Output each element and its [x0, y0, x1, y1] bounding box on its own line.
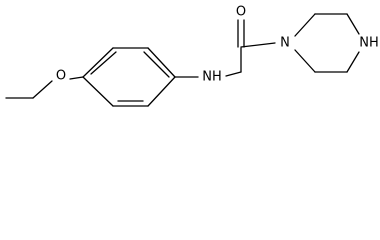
bond-pip-1 — [294, 13, 316, 37]
bond-pip-4 — [346, 51, 360, 73]
bond-ring-1 — [82, 47, 114, 78]
carbonyl-oxygen-label: O — [236, 5, 246, 20]
piperazine-nh-label: NH — [359, 36, 379, 51]
bond-o-ring — [69, 76, 84, 80]
bond-ring-3 — [147, 47, 176, 78]
bond-nh-carbonyl-join — [225, 71, 242, 77]
bond-pip-6 — [294, 49, 316, 73]
amide-nh-label: NH — [202, 70, 222, 85]
molecule-structure-diagram: O NH O N NH — [5, 5, 379, 107]
bond-ring-4 — [147, 76, 176, 107]
bond-ring-6 — [82, 76, 114, 107]
bond-ring-inner-2 — [143, 51, 170, 78]
ether-oxygen-label: O — [56, 69, 66, 84]
bond-pip-3 — [346, 13, 360, 35]
bond-ethyl-ch2-o — [32, 80, 53, 99]
bond-carbonyl-ring-n — [240, 42, 276, 48]
piperazine-n-label: N — [280, 36, 290, 51]
bond-ring-inner-1 — [90, 51, 117, 75]
